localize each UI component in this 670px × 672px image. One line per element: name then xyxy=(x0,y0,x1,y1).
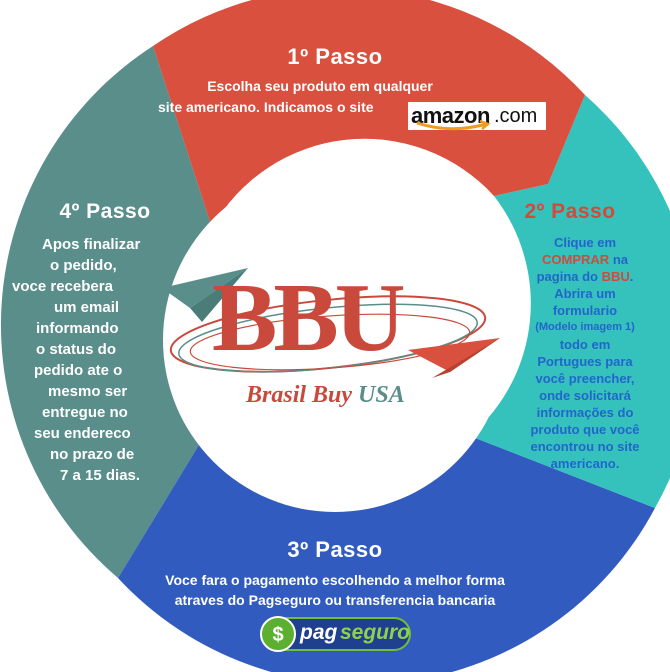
step2-segment xyxy=(470,95,670,508)
step4-text: um email xyxy=(54,299,120,316)
step2-note: (Modelo imagem 1) xyxy=(535,321,635,333)
step2-text: Portugues para xyxy=(537,354,633,369)
step1-title: 1º Passo xyxy=(287,44,383,69)
step3-segment xyxy=(118,436,655,672)
bbu-mark-text: BBU xyxy=(212,264,406,372)
step2-text: todo em xyxy=(559,337,611,352)
step4-text: o status do xyxy=(36,341,117,358)
bbu-link: BBU xyxy=(601,269,630,284)
step2-text: pagina do xyxy=(536,269,598,284)
step4-text: pedido ate o xyxy=(34,362,123,379)
step2-text: informações do xyxy=(536,405,634,420)
paper-plane-right-icon xyxy=(408,338,500,378)
step4-segment xyxy=(0,46,212,578)
step1-description: Escolha seu produto em qualquer site ame… xyxy=(150,76,490,118)
step2-text: na xyxy=(612,252,628,267)
bbu-tagline-a: Brasil Buy xyxy=(246,382,353,408)
pagseguro-text-a: pag xyxy=(300,621,338,644)
pagseguro-text-b: seguro xyxy=(340,621,411,644)
step4-text: seu endereco xyxy=(34,425,131,442)
step1-line2: site americano. Indicamos o site xyxy=(158,99,374,115)
step2-text: encontrou no site xyxy=(530,439,640,454)
step2-text: produto que você xyxy=(530,422,640,437)
step4-text: o pedido, xyxy=(50,257,117,274)
step2-text: você preencher, xyxy=(535,371,635,386)
bbu-logo: BBU Brasil Buy USA xyxy=(150,250,510,430)
step3-line2: atraves do Pagseguro ou transferencia ba… xyxy=(174,592,496,608)
amazon-logo-suffix: .com xyxy=(494,105,538,127)
amazon-logo: amazon .com xyxy=(408,102,546,132)
step2-description: Clique em COMPRAR na pagina do BBU. Abri… xyxy=(518,234,652,472)
bbu-tagline-b: USA xyxy=(358,382,405,408)
step2-text: onde solicitará xyxy=(539,388,631,403)
comprar-link: COMPRAR xyxy=(542,252,610,267)
amazon-smile-icon xyxy=(416,120,491,131)
step4-text: entregue no xyxy=(42,404,128,421)
step2-text: formulario xyxy=(552,303,618,318)
step1-line1: Escolha seu produto em qualquer xyxy=(207,78,433,94)
step2-text: . xyxy=(629,269,634,284)
step4-text: Apos finalizar xyxy=(42,236,141,253)
paper-plane-left-icon xyxy=(162,268,248,322)
step4-text: informando xyxy=(36,320,119,337)
step1-segment xyxy=(153,0,585,228)
center-disc xyxy=(163,168,507,512)
step3-title: 3º Passo xyxy=(287,537,383,562)
step4-text: no prazo de xyxy=(50,446,135,463)
bbu-tagline: Brasil Buy USA xyxy=(246,382,405,409)
step3-line1: Voce fara o pagamento escolhendo a melho… xyxy=(165,572,505,588)
step2-text: Clique em xyxy=(553,235,617,250)
step2-text: americano. xyxy=(550,456,620,471)
step4-text: voce recebera xyxy=(12,278,113,295)
step2-title: 2º Passo xyxy=(524,200,616,223)
step3-description: Voce fara o pagamento escolhendo a melho… xyxy=(120,570,550,610)
svg-text:$: $ xyxy=(272,624,283,646)
step2-text: Abrira um xyxy=(554,286,616,301)
step4-text: 7 a 15 dias. xyxy=(60,467,141,484)
bbu-mark: BBU xyxy=(212,268,406,368)
step4-title: 4º Passo xyxy=(59,200,151,223)
pagseguro-logo: $ pag seguro xyxy=(258,612,414,656)
step4-description: Apos finalizar o pedido, voce recebera u… xyxy=(6,234,158,486)
step4-text: mesmo ser xyxy=(48,383,128,400)
pagseguro-coin-icon xyxy=(260,616,296,652)
